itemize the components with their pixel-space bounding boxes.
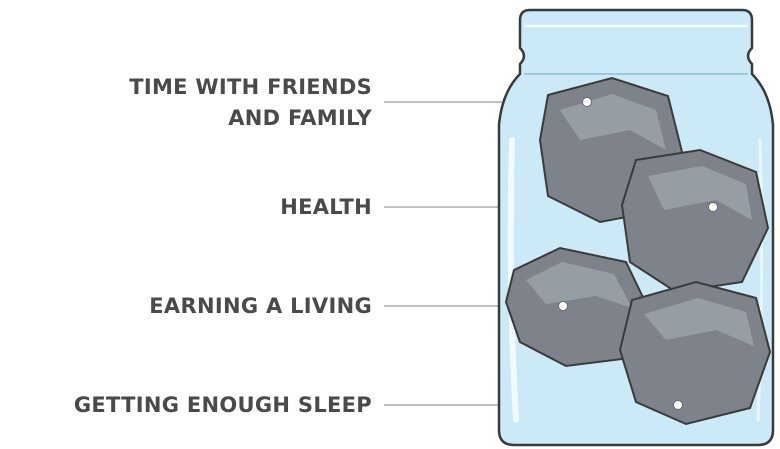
label-health-text: HEALTH xyxy=(280,192,372,223)
label-friends-family-line-1: TIME WITH FRIENDS xyxy=(129,72,372,103)
dot-health xyxy=(709,203,718,212)
label-earning-living-text: EARNING A LIVING xyxy=(149,291,372,322)
label-sleep-text: GETTING ENOUGH SLEEP xyxy=(74,390,372,421)
label-friends-family-line-2: AND FAMILY xyxy=(129,103,372,134)
dot-friends-family xyxy=(583,98,592,107)
dot-earning-living xyxy=(559,302,568,311)
label-health: HEALTH xyxy=(280,192,372,223)
rock-health xyxy=(622,150,768,292)
dot-sleep xyxy=(674,401,683,410)
label-friends-family: TIME WITH FRIENDS AND FAMILY xyxy=(129,72,372,134)
rock-sleep xyxy=(620,282,770,424)
label-sleep: GETTING ENOUGH SLEEP xyxy=(74,390,372,421)
label-earning-living: EARNING A LIVING xyxy=(149,291,372,322)
